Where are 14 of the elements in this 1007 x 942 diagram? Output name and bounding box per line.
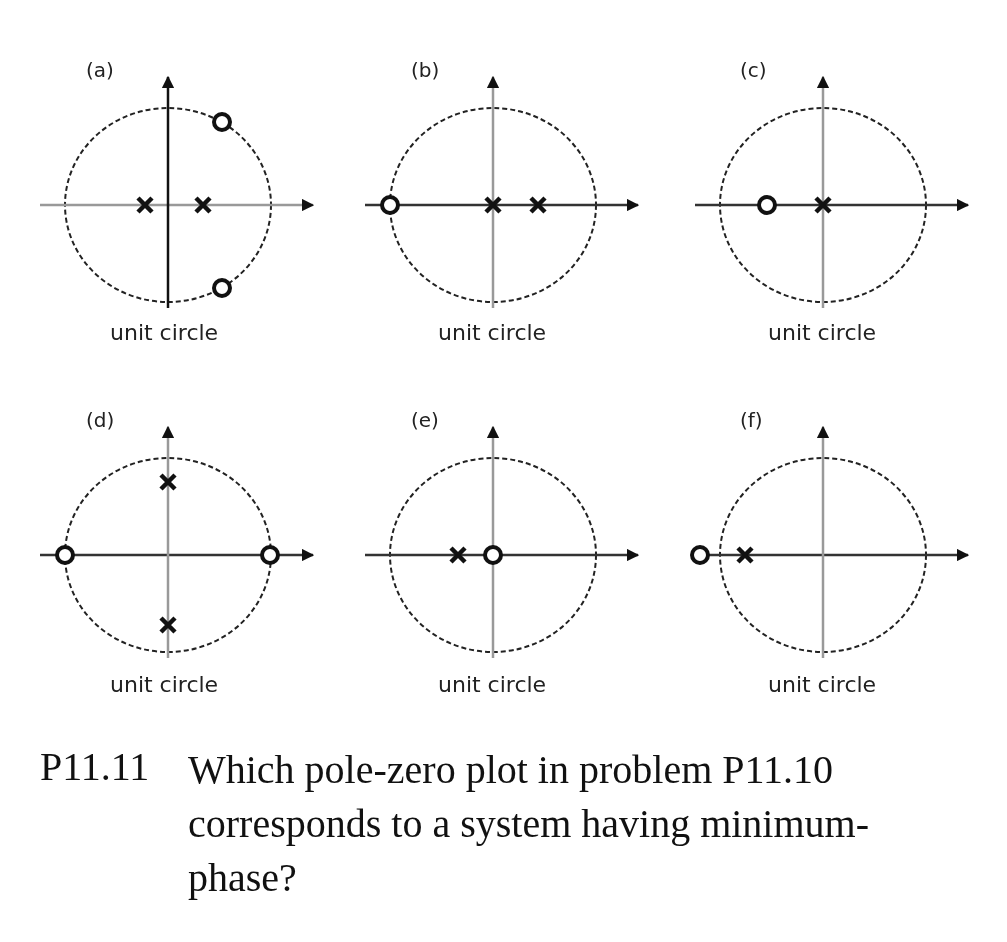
problem-number: P11.11 [40, 743, 150, 790]
axis-caption: unit circle [438, 672, 547, 697]
axis-caption: unit circle [768, 672, 877, 697]
panel-label: (c) [740, 58, 767, 82]
panel-label: (b) [411, 58, 440, 82]
panel-label: (f) [740, 408, 763, 432]
axis-caption: unit circle [438, 320, 547, 345]
axis-caption: unit circle [110, 672, 219, 697]
question-text: Which pole-zero plot in problem P11.10 corresponds to a system having minimum-phase? [188, 746, 870, 902]
axis-caption: unit circle [768, 320, 877, 345]
panel-label: (a) [86, 58, 114, 82]
axis-caption: unit circle [110, 320, 219, 345]
panel-label: (d) [86, 408, 115, 432]
panel-label: (e) [411, 408, 439, 432]
